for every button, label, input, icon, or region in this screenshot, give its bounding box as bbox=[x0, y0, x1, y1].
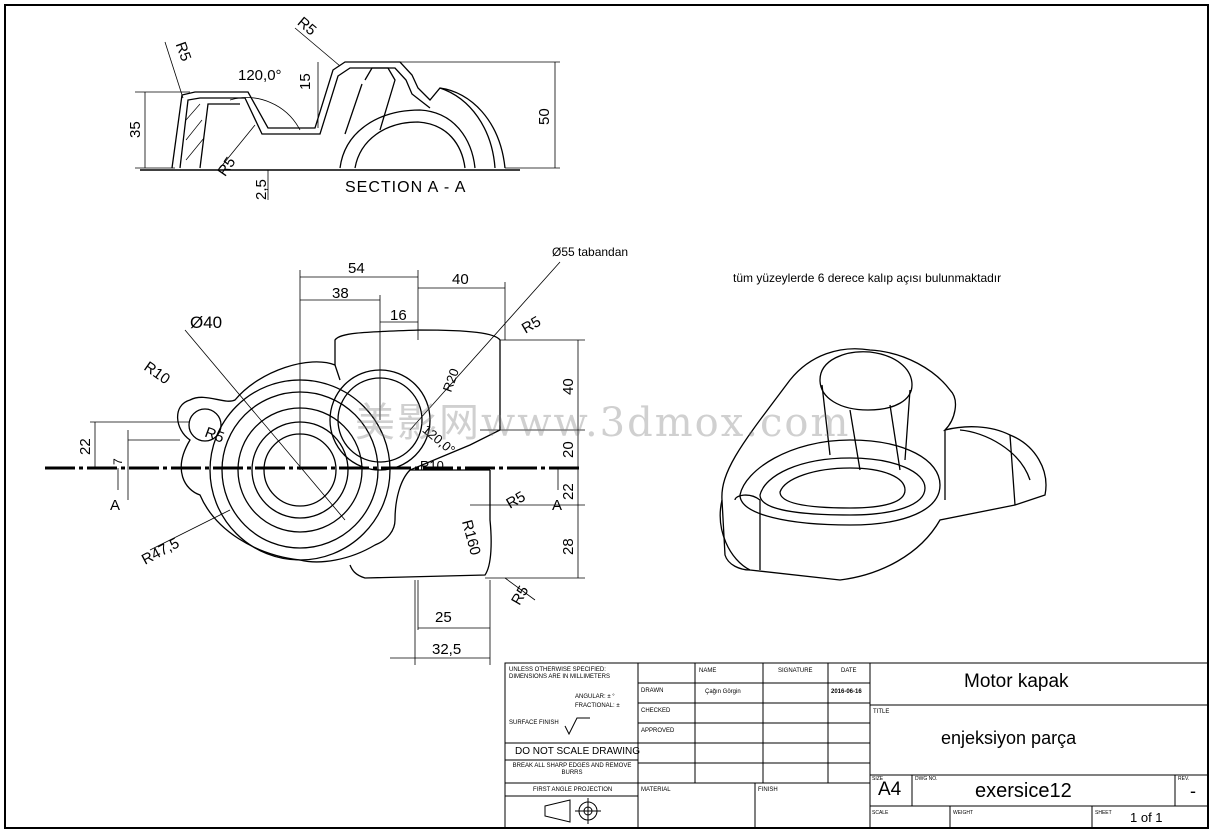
tb-col-date: DATE bbox=[841, 668, 857, 674]
dim-plan-r5-right: R5 bbox=[503, 488, 528, 512]
dim-plan-32-5: 32,5 bbox=[432, 641, 461, 658]
dim-plan-r47-5: R47,5 bbox=[139, 535, 182, 569]
first-angle-projection-icon bbox=[544, 798, 601, 824]
tb-weight-label: WEIGHT bbox=[953, 810, 973, 816]
tb-size-label: SIZE bbox=[872, 776, 884, 782]
tb-surface-finish: SURFACE FINISH bbox=[509, 720, 559, 726]
tb-drawn-date: 2016-06-16 bbox=[831, 689, 862, 695]
tb-title: enjeksiyon parça bbox=[941, 728, 1077, 748]
tb-sheet: 1 of 1 bbox=[1130, 810, 1163, 825]
tb-title-label: TITLE bbox=[873, 709, 890, 715]
dim-section-50: 50 bbox=[536, 108, 553, 125]
dim-section-r5-top: R5 bbox=[294, 14, 320, 39]
dim-plan-22-right: 22 bbox=[560, 483, 577, 500]
section-marker-a-left: A bbox=[110, 497, 120, 514]
dim-section-35: 35 bbox=[127, 121, 144, 138]
tb-dwg-no: exersice12 bbox=[975, 780, 1072, 802]
tb-col-signature: SIGNATURE bbox=[778, 668, 813, 674]
dim-plan-r5-left: R5 bbox=[203, 424, 227, 447]
isometric-view bbox=[719, 348, 1047, 581]
tb-first-angle: FIRST ANGLE PROJECTION bbox=[533, 787, 613, 793]
tb-unless: UNLESS OTHERWISE SPECIFIED: bbox=[509, 667, 606, 673]
tb-fractional: FRACTIONAL: ± bbox=[575, 703, 620, 709]
dim-plan-40-right: 40 bbox=[560, 378, 577, 395]
tb-break-edges: BREAK ALL SHARP EDGES AND REMOVE BURRS bbox=[512, 763, 632, 776]
dim-section-angle: 120,0° bbox=[238, 67, 282, 84]
dim-plan-r10-center: R10 bbox=[420, 458, 444, 473]
note-draft-angle: tüm yüzeylerde 6 derece kalıp açısı bulu… bbox=[733, 271, 1002, 285]
tb-do-not-scale: DO NOT SCALE DRAWING bbox=[515, 746, 641, 757]
dim-plan-25: 25 bbox=[435, 609, 452, 626]
tb-rev: - bbox=[1190, 781, 1196, 801]
dim-plan-38: 38 bbox=[332, 285, 349, 302]
section-cut-line bbox=[45, 466, 580, 490]
dim-plan-20: 20 bbox=[560, 441, 577, 458]
tb-size: A4 bbox=[878, 779, 902, 800]
watermark: 美影网www.3dmox.com bbox=[355, 400, 851, 446]
dim-plan-28: 28 bbox=[560, 538, 577, 555]
tb-dwg-label: DWG NO. bbox=[915, 776, 938, 782]
dim-plan-dia40: Ø40 bbox=[190, 313, 222, 332]
dim-plan-22-left: 22 bbox=[77, 438, 94, 455]
title-block-grid bbox=[504, 662, 1209, 829]
tb-angular: ANGULAR: ± ° bbox=[575, 694, 615, 700]
tb-drawn-name: Çağın Görgin bbox=[705, 689, 741, 695]
tb-col-name: NAME bbox=[699, 668, 717, 674]
section-view bbox=[140, 61, 520, 171]
plan-view bbox=[176, 329, 501, 579]
dim-plan-54: 54 bbox=[348, 260, 365, 277]
tb-row-approved: APPROVED bbox=[641, 728, 675, 734]
tb-finish: FINISH bbox=[758, 787, 778, 793]
tb-row-drawn: DRAWN bbox=[641, 688, 664, 694]
tb-row-checked: CHECKED bbox=[641, 708, 671, 714]
dim-plan-r160: R160 bbox=[458, 518, 484, 557]
plan-dimension-lines bbox=[90, 261, 585, 665]
dim-plan-r10-left: R10 bbox=[141, 358, 173, 388]
dim-plan-40-top: 40 bbox=[452, 271, 469, 288]
dim-section-15: 15 bbox=[297, 73, 314, 90]
dim-plan-r5-bottomright: R5 bbox=[508, 583, 532, 608]
dim-section-r5-bottom: R5 bbox=[214, 154, 239, 179]
tb-company: Motor kapak bbox=[964, 671, 1069, 692]
note-diameter-base: Ø55 tabandan bbox=[552, 245, 629, 259]
tb-rev-label: REV. bbox=[1178, 776, 1190, 782]
tb-scale-label: SCALE bbox=[872, 810, 889, 816]
section-marker-a-right: A bbox=[552, 497, 562, 514]
dim-plan-r5-topright: R5 bbox=[519, 313, 544, 337]
dim-section-r5-left: R5 bbox=[172, 40, 195, 64]
tb-material: MATERIAL bbox=[641, 787, 671, 793]
tb-sheet-label: SHEET bbox=[1095, 810, 1112, 816]
section-label: SECTION A - A bbox=[345, 179, 466, 196]
title-block: UNLESS OTHERWISE SPECIFIED: DIMENSIONS A… bbox=[505, 663, 1208, 828]
section-dimension-lines bbox=[135, 27, 560, 200]
dim-plan-16: 16 bbox=[390, 307, 407, 324]
tb-dims-mm: DIMENSIONS ARE IN MILLIMETERS bbox=[509, 674, 611, 680]
dim-plan-7: 7 bbox=[111, 458, 125, 465]
surface-finish-symbol bbox=[564, 717, 590, 736]
dim-section-2-5: 2,5 bbox=[253, 179, 270, 200]
